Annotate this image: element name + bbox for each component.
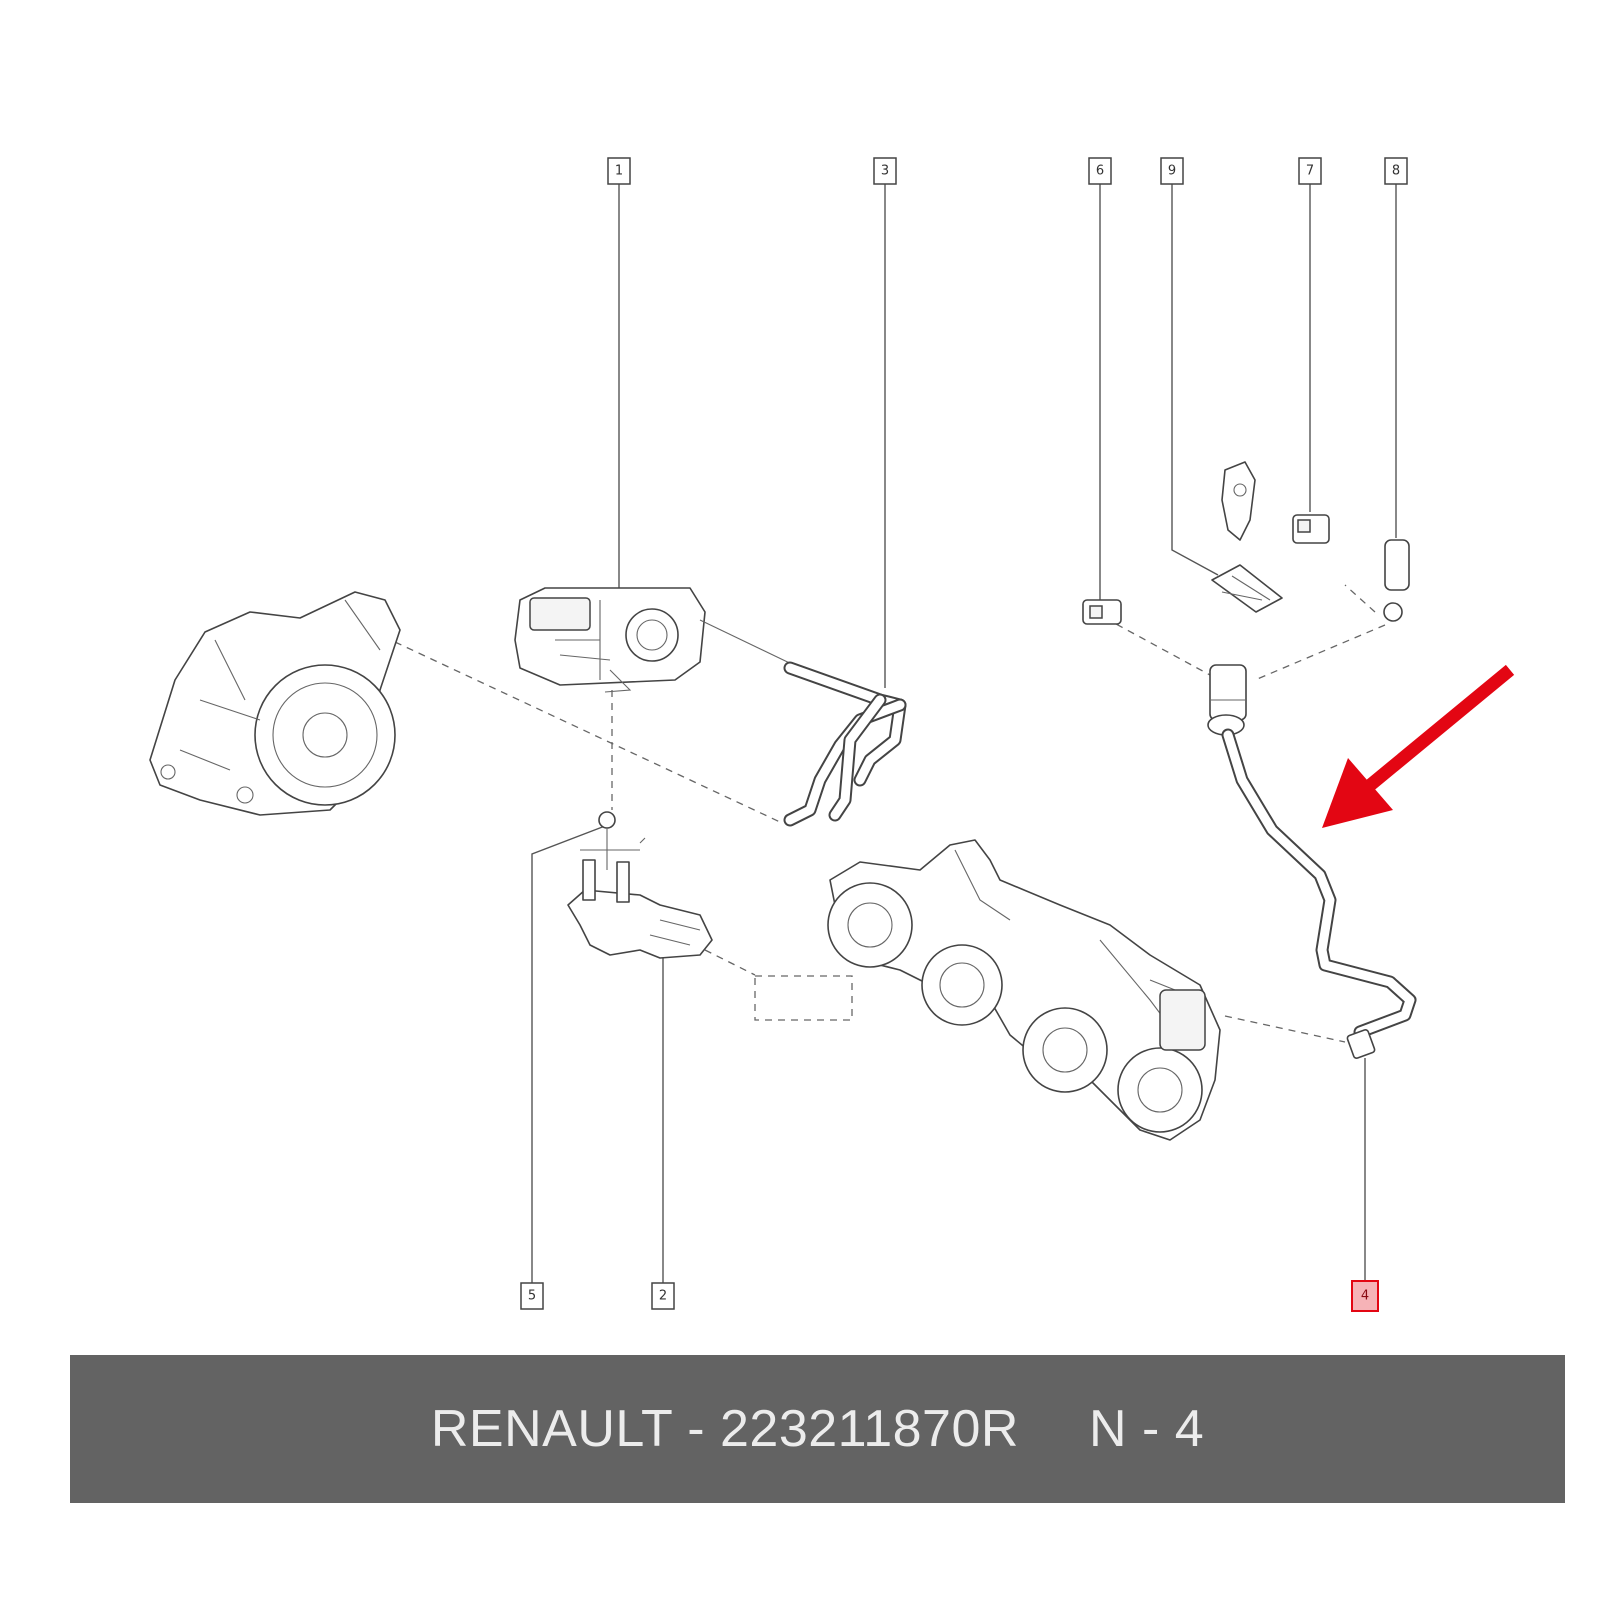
callout-4-highlighted: 4 <box>1351 1280 1379 1312</box>
leader-lines <box>531 184 1397 1283</box>
callout-5: 5 <box>520 1282 544 1310</box>
sensor-bracket-part-2 <box>567 811 713 959</box>
diagram-position-label: N - 4 <box>1088 1400 1205 1458</box>
callout-8-label: 8 <box>1392 164 1400 179</box>
callout-9-label: 9 <box>1168 164 1176 179</box>
callout-2-label: 2 <box>659 1289 667 1304</box>
hose-harness-part-3 <box>783 661 907 827</box>
callout-4-label: 4 <box>1361 1289 1369 1304</box>
callout-3-label: 3 <box>881 164 889 179</box>
sensor-loose <box>1221 461 1256 541</box>
footer-bar: RENAULT - 223211870R N - 4 <box>70 1355 1565 1503</box>
plug-part-8 <box>1383 539 1410 622</box>
exhaust-manifold <box>827 839 1221 1141</box>
callout-1: 1 <box>607 157 631 185</box>
vacuum-pump <box>149 591 401 816</box>
callout-3: 3 <box>873 157 897 185</box>
valve-assembly-part-1 <box>514 587 801 693</box>
callout-7: 7 <box>1298 157 1322 185</box>
connector-part-7 <box>1292 514 1330 544</box>
callout-8: 8 <box>1384 157 1408 185</box>
part-number-label: RENAULT - 223211870R <box>430 1400 1019 1458</box>
red-arrow-icon <box>1322 664 1515 828</box>
callout-5-label: 5 <box>528 1289 536 1304</box>
sensor-pipe-part-4 <box>1207 664 1417 1059</box>
callout-6: 6 <box>1088 157 1112 185</box>
callout-2: 2 <box>651 1282 675 1310</box>
clip-part-9 <box>1211 564 1283 613</box>
assembly-dashed-lines <box>394 584 1386 1043</box>
callout-1-label: 1 <box>615 164 623 179</box>
callout-6-label: 6 <box>1096 164 1104 179</box>
callout-7-label: 7 <box>1306 164 1314 179</box>
callout-9: 9 <box>1160 157 1184 185</box>
sensor-part-6 <box>1082 599 1122 625</box>
